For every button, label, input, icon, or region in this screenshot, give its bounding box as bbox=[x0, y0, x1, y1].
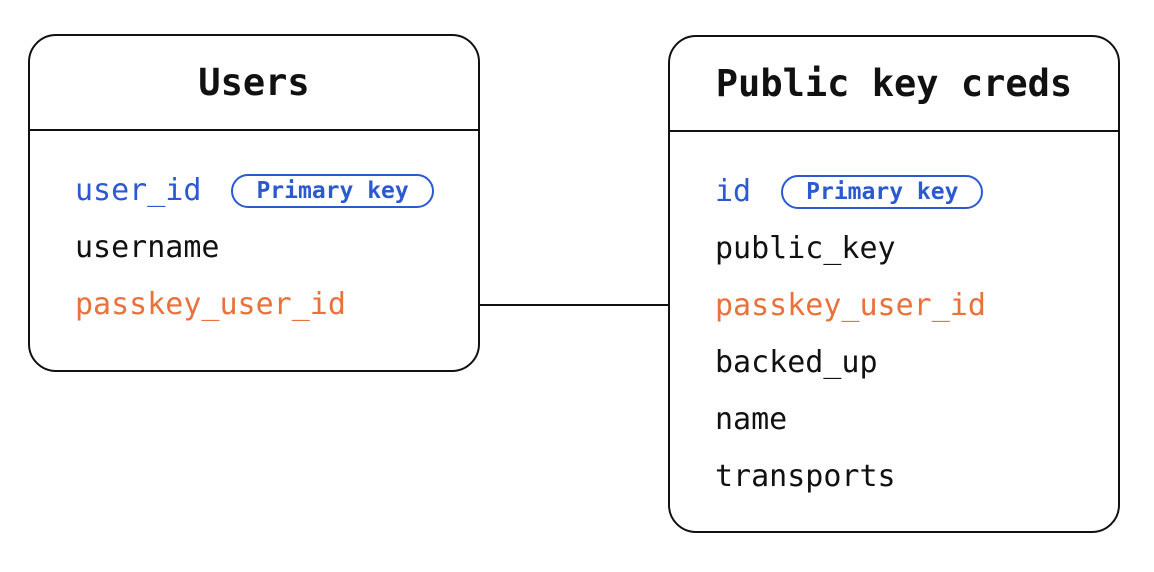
table-users-header: Users bbox=[30, 36, 478, 131]
table-creds-body: id Primary key public_key passkey_user_i… bbox=[670, 132, 1118, 505]
field-name-passkey-user-id: passkey_user_id bbox=[75, 287, 346, 322]
field-name-username: username bbox=[75, 230, 220, 265]
table-node-users: Users user_id Primary key username passk… bbox=[28, 34, 480, 372]
field-row: id Primary key bbox=[715, 163, 1118, 220]
field-row: backed_up bbox=[715, 334, 1118, 391]
field-name-transports: transports bbox=[715, 459, 896, 494]
field-row: username bbox=[75, 219, 478, 276]
field-name-name: name bbox=[715, 402, 788, 437]
field-row: user_id Primary key bbox=[75, 162, 478, 219]
field-name-public-key: public_key bbox=[715, 231, 896, 266]
field-name-id: id bbox=[715, 174, 752, 209]
table-title: Public key creds bbox=[715, 62, 1073, 105]
field-row: transports bbox=[715, 448, 1118, 505]
table-creds-header: Public key creds bbox=[670, 37, 1118, 132]
field-row: passkey_user_id bbox=[75, 276, 478, 333]
table-node-public-key-creds: Public key creds id Primary key public_k… bbox=[668, 35, 1120, 533]
field-row: passkey_user_id bbox=[715, 277, 1118, 334]
field-row: name bbox=[715, 391, 1118, 448]
table-title: Users bbox=[198, 61, 310, 104]
field-row: public_key bbox=[715, 220, 1118, 277]
field-name-user-id: user_id bbox=[75, 173, 202, 208]
field-name-passkey-user-id: passkey_user_id bbox=[715, 288, 986, 323]
field-name-backed-up: backed_up bbox=[715, 345, 878, 380]
table-users-body: user_id Primary key username passkey_use… bbox=[30, 131, 478, 333]
primary-key-badge: Primary key bbox=[231, 173, 434, 208]
primary-key-badge: Primary key bbox=[781, 174, 984, 209]
relationship-connector-line bbox=[480, 304, 668, 306]
